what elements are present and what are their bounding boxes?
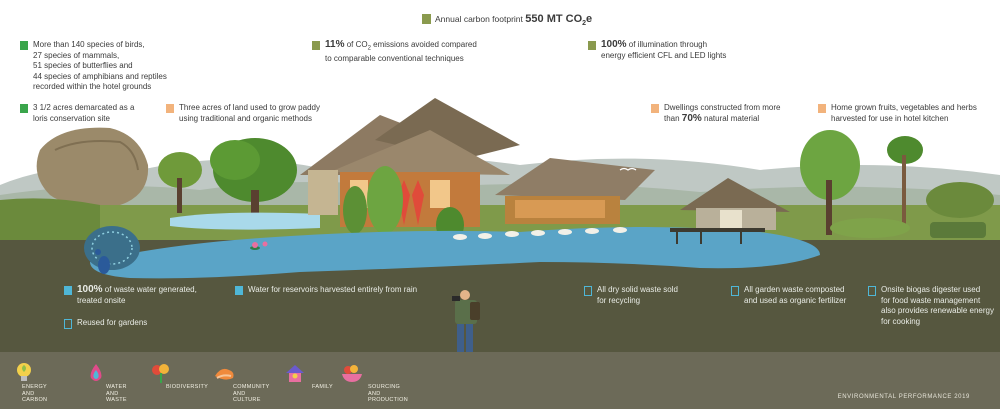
stilt-cabin: [670, 178, 790, 244]
footer-title: ENVIRONMENTAL PERFORMANCE 2019: [837, 394, 970, 400]
orange-marker: [651, 104, 659, 113]
drywaste-annotation: All dry solid waste sold for recycling: [584, 285, 678, 306]
side-pavilion: [495, 158, 655, 224]
blue-outline-marker: [64, 319, 72, 329]
hands-icon: [215, 368, 234, 380]
legend-sourcing[interactable]: SOURCING AND PRODUCTION: [340, 362, 408, 403]
loris-annotation: 3 1/2 acres demarcated as a loris conser…: [20, 103, 134, 124]
carbon-footprint-value: 550 MT CO2e: [525, 13, 593, 28]
bowl-icon: [342, 365, 362, 382]
blue-marker: [64, 286, 72, 295]
gardens-text: Reused for gardens: [77, 318, 148, 327]
drywaste-text: All dry solid waste sold for recycling: [597, 285, 678, 305]
lighting-text: 100% of illumination through energy effi…: [601, 39, 727, 60]
green-marker: [20, 41, 28, 50]
gardenwaste-annotation: All garden waste composted and used as o…: [731, 285, 846, 306]
wildlife-text: More than 140 species of birds, 27 speci…: [33, 40, 167, 91]
blue-outline-marker: [731, 286, 739, 296]
wastewater-annotation: 100% of waste water generated, treated o…: [64, 284, 197, 306]
legend-label: BIODIVERSITY: [166, 384, 209, 390]
legend-energy[interactable]: ENERGY AND CARBON: [14, 362, 47, 403]
wastewater-text: 100% of waste water generated, treated o…: [77, 284, 197, 305]
loris-text: 3 1/2 acres demarcated as a loris conser…: [33, 103, 135, 123]
pool: [170, 212, 320, 230]
rainwater-annotation: Water for reservoirs harvested entirely …: [235, 285, 417, 296]
paddy-text: Three acres of land used to grow paddy u…: [179, 103, 320, 123]
legend-biodiversity[interactable]: BIODIVERSITY: [150, 362, 208, 402]
legend-label: ENERGY AND CARBON: [22, 384, 48, 403]
kitchen-garden: [800, 130, 994, 238]
green-marker: [20, 104, 28, 113]
produce-annotation: Home grown fruits, vegetables and herbs …: [818, 103, 977, 124]
legend-water[interactable]: WATER AND WASTE: [86, 362, 127, 403]
legend-label: WATER AND WASTE: [106, 384, 127, 403]
bulb-icon: [17, 363, 31, 381]
gardenwaste-text: All garden waste composted and used as o…: [744, 285, 847, 305]
paddy-annotation: Three acres of land used to grow paddy u…: [166, 103, 320, 124]
dwellings-text: Dwellings constructed from more than 70%…: [664, 103, 781, 124]
co2-text: 11% of CO2 emissions avoided compared to…: [325, 39, 477, 64]
produce-text: Home grown fruits, vegetables and herbs …: [831, 103, 977, 123]
co2-annotation: 11% of CO2 emissions avoided compared to…: [312, 39, 477, 65]
blue-outline-marker: [584, 286, 592, 296]
legend-label: SOURCING AND PRODUCTION: [368, 384, 408, 403]
rock-boulder: [36, 127, 149, 207]
legend-label: FAMILY: [312, 384, 333, 390]
legend-label: COMMUNITY AND CULTURE: [233, 384, 270, 403]
water-lilies: [250, 241, 268, 250]
stepping-stones: [453, 227, 627, 240]
pond: [90, 227, 820, 279]
wildlife-annotation: More than 140 species of birds, 27 speci…: [20, 40, 167, 93]
dwellings-annotation: Dwellings constructed from more than 70%…: [651, 103, 780, 124]
trees-left: [158, 138, 297, 220]
flower-icon: [152, 364, 169, 383]
birds: [619, 146, 715, 171]
legend-community[interactable]: COMMUNITY AND CULTURE: [213, 362, 269, 403]
olive-marker: [588, 41, 596, 50]
blue-marker: [235, 286, 243, 295]
lighting-annotation: 100% of illumination through energy effi…: [588, 39, 727, 61]
gardens-annotation: Reused for gardens: [64, 318, 147, 329]
peacock: [84, 226, 140, 274]
biogas-annotation: Onsite biogas digester used for food was…: [868, 285, 994, 327]
footer-bar: [0, 352, 1000, 409]
water-drop-icon: [90, 364, 102, 381]
house-icon: [286, 365, 304, 382]
olive-marker: [422, 14, 431, 24]
orange-marker: [166, 104, 174, 113]
carbon-footprint-annotation: Annual carbon footprint 550 MT CO2e: [422, 13, 592, 27]
olive-marker: [312, 41, 320, 50]
biogas-text: Onsite biogas digester used for food was…: [881, 285, 994, 326]
carbon-footprint-label: Annual carbon footprint: [435, 14, 523, 24]
blue-outline-marker: [868, 286, 876, 296]
orange-marker: [818, 104, 826, 113]
photographer: [452, 290, 480, 354]
rainwater-text: Water for reservoirs harvested entirely …: [248, 285, 418, 294]
legend-family[interactable]: FAMILY: [284, 362, 333, 402]
